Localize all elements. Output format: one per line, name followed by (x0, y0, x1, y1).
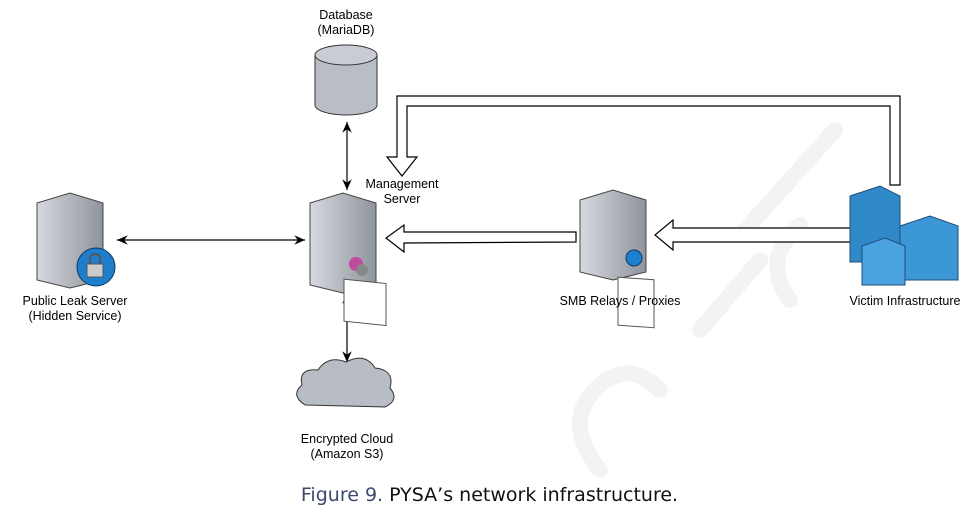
cloud-label: Encrypted Cloud(Amazon S3) (285, 432, 409, 462)
hollow-arrow-victim-relays (654, 218, 853, 252)
caption-number: Figure 9. (300, 484, 384, 506)
relays-label: SMB Relays / Proxies (559, 294, 681, 308)
database-label-line1: Database (319, 8, 373, 22)
cloud-icon (296, 357, 395, 408)
database-label-line2: (MariaDB) (317, 23, 375, 37)
victim-buildings-icon (849, 185, 959, 286)
management-label-line2: Server (383, 192, 421, 206)
cloud-label-line2: (Amazon S3) (310, 447, 384, 461)
hollow-arrow-relays-mgmt (384, 223, 577, 254)
leak-label-line2: (Hidden Service) (28, 309, 122, 323)
relay-server-icon (579, 189, 655, 329)
management-label-line1: Management (365, 177, 439, 191)
caption-text: PYSA’s network infrastructure. (389, 484, 679, 506)
leak-label: Public Leak Server(Hidden Service) (0, 294, 150, 324)
leak-label-line1: Public Leak Server (22, 294, 128, 308)
victim-label: Victim Infrastructure (849, 294, 961, 308)
database-label: Database(MariaDB) (300, 8, 392, 38)
database-icon (314, 44, 378, 116)
leak-server-icon (36, 192, 116, 289)
hollow-arrow-victim-mgmt (385, 95, 901, 186)
cloud-label-line1: Encrypted Cloud (300, 432, 394, 446)
figure-caption: Figure 9. PYSA’s network infrastructure. (0, 484, 979, 506)
management-server-icon (309, 192, 387, 327)
